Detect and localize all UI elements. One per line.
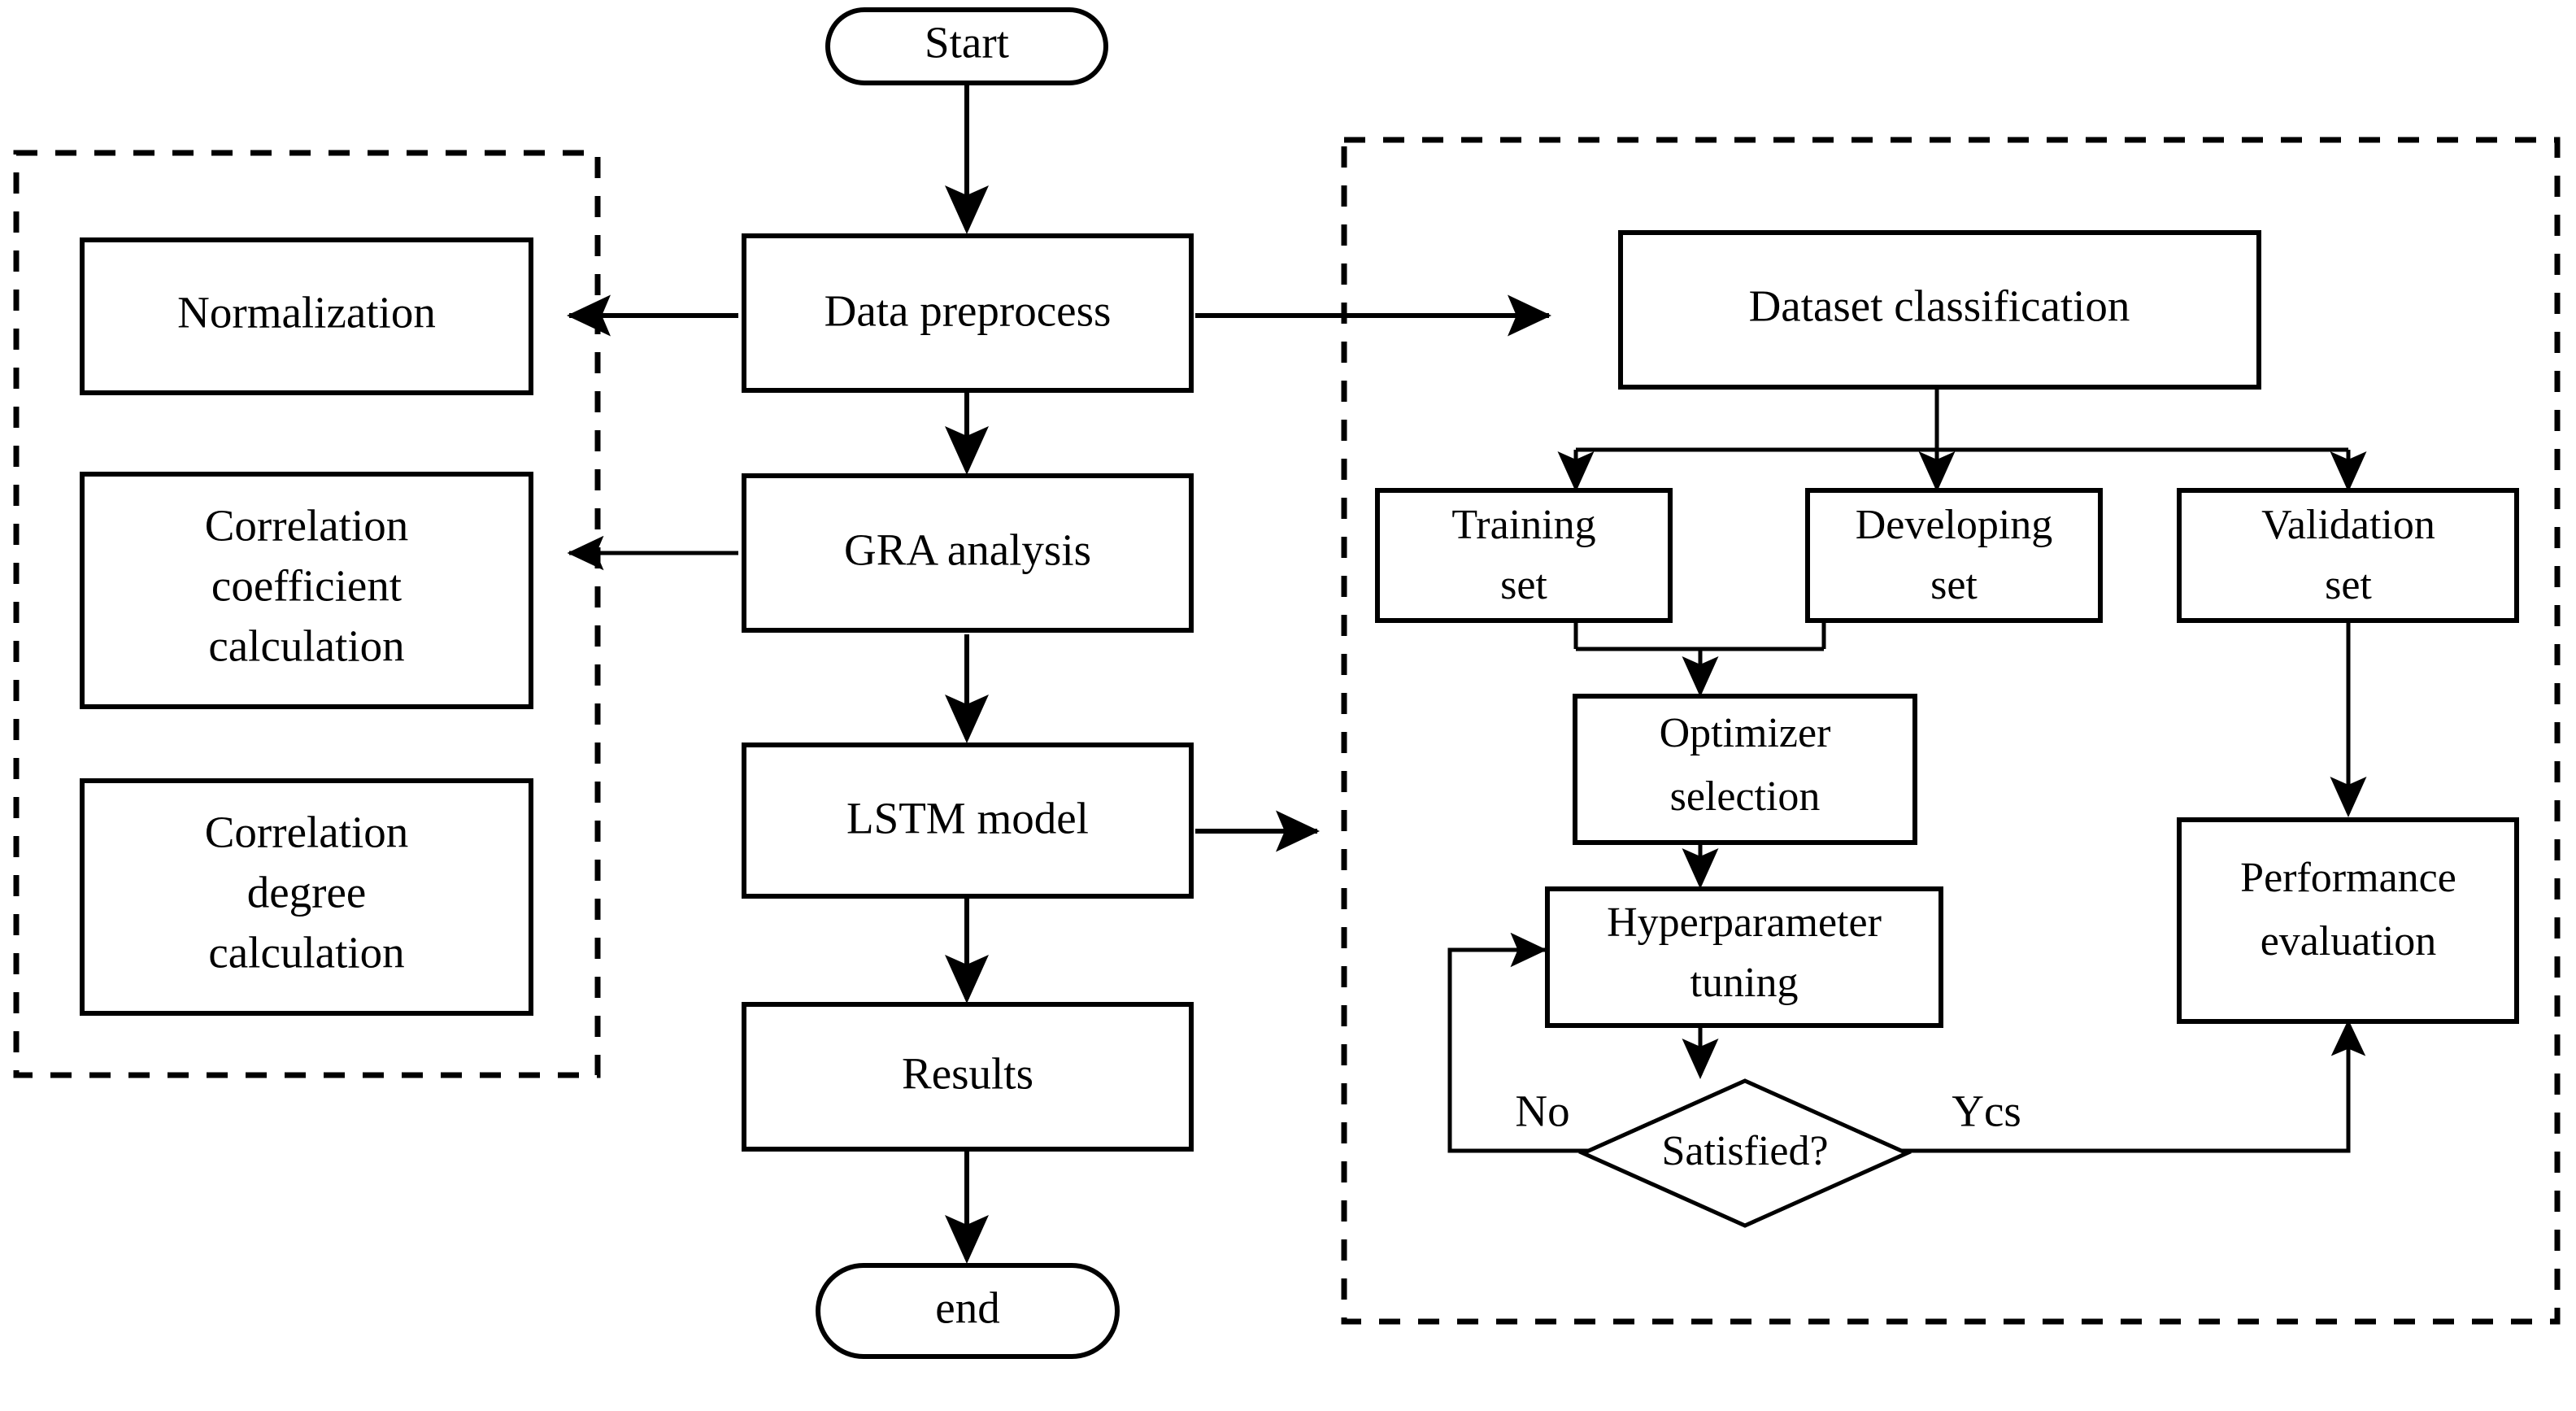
node-end[interactable] — [816, 1263, 1120, 1359]
node-developing-set-line2: set — [1930, 562, 1978, 608]
node-training-set-line2: set — [1500, 562, 1547, 608]
node-correlation-coefficient-line1: Correlation — [205, 501, 408, 551]
node-results[interactable] — [742, 1002, 1194, 1152]
node-data-preprocess-label: Data preprocess — [825, 286, 1112, 336]
node-hyperparameter-tuning[interactable] — [1545, 886, 1943, 1028]
node-satisfied-diamond[interactable] — [1577, 1078, 1912, 1228]
node-start-label: Start — [925, 18, 1009, 68]
node-hyperparameter-tuning-line1: Hyperparameter — [1607, 899, 1882, 946]
node-optimizer-selection-line1: Optimizer — [1660, 710, 1831, 756]
node-start[interactable] — [825, 7, 1108, 85]
node-hyperparameter-tuning-line2: tuning — [1690, 960, 1799, 1006]
node-correlation-coefficient-line2: coefficient — [211, 561, 402, 611]
node-end-label: end — [935, 1283, 999, 1333]
node-dataset-classification-label: Dataset classification — [1749, 281, 2130, 331]
node-validation-set-line2: set — [2325, 562, 2372, 608]
node-performance-evaluation-line1: Performance — [2240, 855, 2456, 901]
node-correlation-degree-line2: degree — [247, 868, 367, 917]
node-validation-set[interactable] — [2177, 488, 2519, 623]
node-developing-set[interactable] — [1805, 488, 2103, 623]
edge-dataset-bus — [1576, 386, 2348, 452]
node-gra-analysis[interactable] — [742, 473, 1194, 633]
node-developing-set-line1: Developing — [1856, 502, 2053, 548]
edge-sets-merge-bus — [1573, 620, 1826, 651]
node-training-set[interactable] — [1375, 488, 1673, 623]
node-correlation-degree-line3: calculation — [208, 928, 404, 978]
node-satisfied-label: Satisfied? — [1661, 1128, 1828, 1174]
edge-label-yes: Ycs — [1952, 1087, 2021, 1136]
node-training-set-line1: Training — [1451, 502, 1595, 548]
gra-group-box — [13, 150, 601, 1078]
edge-label-no: No — [1515, 1087, 1569, 1136]
node-correlation-degree-line1: Correlation — [205, 808, 408, 857]
node-performance-evaluation[interactable] — [2177, 817, 2519, 1024]
node-performance-evaluation-line2: evaluation — [2261, 918, 2437, 965]
node-correlation-coefficient[interactable] — [80, 472, 533, 709]
node-validation-set-line1: Validation — [2261, 502, 2435, 548]
model-group-box — [1341, 137, 2561, 1325]
node-correlation-coefficient-line3: calculation — [208, 621, 404, 671]
node-optimizer-selection[interactable] — [1573, 694, 1917, 845]
node-results-label: Results — [902, 1049, 1033, 1099]
node-normalization-label: Normalization — [177, 288, 436, 338]
edge-satisfied-yes — [1804, 1019, 2366, 1153]
node-lstm-model-label: LSTM model — [846, 794, 1089, 843]
node-data-preprocess[interactable] — [742, 233, 1194, 393]
node-dataset-classification[interactable] — [1618, 230, 2261, 390]
node-lstm-model[interactable] — [742, 743, 1194, 899]
node-correlation-degree[interactable] — [80, 778, 533, 1016]
node-normalization[interactable] — [80, 237, 533, 395]
node-optimizer-selection-line2: selection — [1670, 773, 1821, 820]
node-gra-analysis-label: GRA analysis — [844, 525, 1091, 575]
edge-satisfied-no-loop — [1447, 932, 1598, 1153]
